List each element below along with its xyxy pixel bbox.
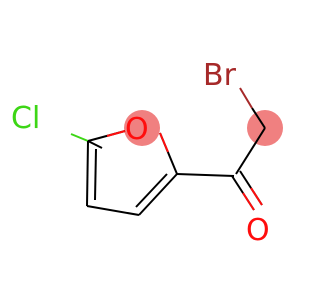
molecule-diagram: Cl O O Br <box>11 58 283 248</box>
ring-oxygen-label: O <box>125 112 149 147</box>
bonds <box>70 87 266 216</box>
c4-c5-bond <box>86 140 89 207</box>
c5-o1-bond-red <box>106 130 126 137</box>
ring-oxygen-highlight <box>124 110 160 146</box>
c4-c5-bond-inner <box>94 148 97 201</box>
c3-c4-bond <box>86 205 140 216</box>
carbonyl-ch2-bond <box>235 127 266 175</box>
carbonyl-oxygen-label: O <box>246 213 270 248</box>
c2-c3-bond <box>138 173 178 216</box>
ch2-br-bond <box>251 107 266 129</box>
bromine-label: Br <box>203 58 237 93</box>
carbonyl-double-bond-b-red <box>250 187 263 206</box>
c2-carbonyl-bond <box>176 173 235 177</box>
c5-cl-bond <box>70 133 89 142</box>
chlorine-label: Cl <box>11 101 40 136</box>
ch2-br-bond-brown <box>239 87 253 109</box>
o1-c2-bond-red <box>159 132 169 153</box>
c2-c3-bond-inner <box>135 173 168 208</box>
c5-cl-bond-dark <box>87 140 103 149</box>
carbonyl-double-bond-a-red <box>242 192 255 211</box>
